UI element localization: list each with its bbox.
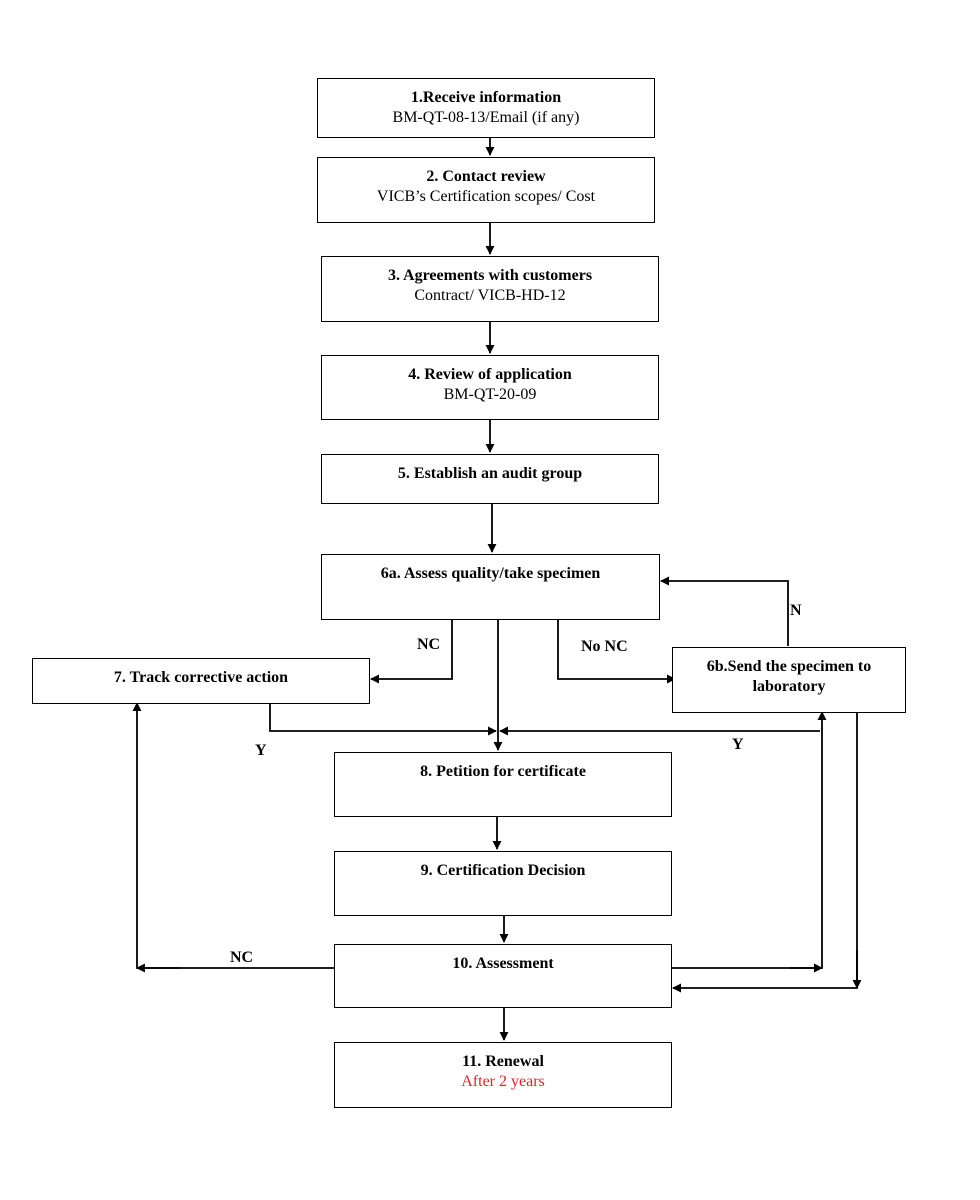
label-nc-6a: NC: [417, 636, 441, 653]
step-11-title: 11. Renewal: [462, 1053, 544, 1070]
step-6b-title: 6b.Send the specimen to laboratory: [706, 658, 872, 695]
step-7-box: 7. Track corrective action: [32, 658, 370, 704]
step-4-box: 4. Review of application BM-QT-20-09: [321, 355, 659, 420]
step-3-sub: Contract/ VICB-HD-12: [414, 287, 566, 304]
label-y-left: Y: [255, 742, 267, 759]
step-2-title: 2. Contact review: [426, 168, 546, 185]
step-9-box: 9. Certification Decision: [334, 851, 672, 916]
arrow-6a-nonc-to-6b: [557, 619, 676, 684]
step-3-box: 3. Agreements with customers Contract/ V…: [321, 256, 659, 322]
step-5-box: 5. Establish an audit group: [321, 454, 659, 504]
step-1-box: 1.Receive information BM-QT-08-13/Email …: [317, 78, 655, 138]
arrow-6b-n-to-6a: [660, 576, 789, 646]
arrow-7-y-to-main: [269, 703, 497, 736]
step-9-title: 9. Certification Decision: [420, 862, 586, 879]
step-8-box: 8. Petition for certificate: [334, 752, 672, 817]
step-3-title: 3. Agreements with customers: [387, 267, 593, 284]
label-nc-10: NC: [230, 949, 254, 966]
step-1-sub: BM-QT-08-13/Email (if any): [392, 109, 580, 126]
step-2-sub: VICB’s Certification scopes/ Cost: [376, 188, 596, 205]
step-11-box: 11. Renewal After 2 years: [334, 1042, 672, 1108]
step-8-title: 8. Petition for certificate: [420, 763, 586, 780]
step-10-box: 10. Assessment: [334, 944, 672, 1008]
step-6a-title: 6a. Assess quality/take specimen: [380, 565, 601, 582]
label-n: N: [790, 602, 802, 619]
step-6b-box: 6b.Send the specimen to laboratory: [672, 647, 906, 713]
step-2-box: 2. Contact review VICB’s Certification s…: [317, 157, 655, 223]
step-4-title: 4. Review of application: [408, 366, 572, 383]
step-10-title: 10. Assessment: [452, 955, 554, 972]
label-y-right: Y: [732, 736, 744, 753]
step-7-title: 7. Track corrective action: [113, 669, 289, 686]
arrow-10-nc-to-7: [132, 702, 334, 969]
step-6a-box: 6a. Assess quality/take specimen: [321, 554, 660, 620]
step-4-sub: BM-QT-20-09: [443, 386, 537, 403]
step-5-title: 5. Establish an audit group: [397, 465, 583, 482]
arrow-10-to-6b: [672, 711, 827, 969]
step-1-title: 1.Receive information: [410, 89, 562, 106]
arrow-6a-nc-to-7: [370, 619, 453, 684]
label-no-nc: No NC: [581, 638, 628, 655]
arrow-6b-to-10: [672, 712, 858, 993]
step-11-sub: After 2 years: [461, 1073, 545, 1090]
